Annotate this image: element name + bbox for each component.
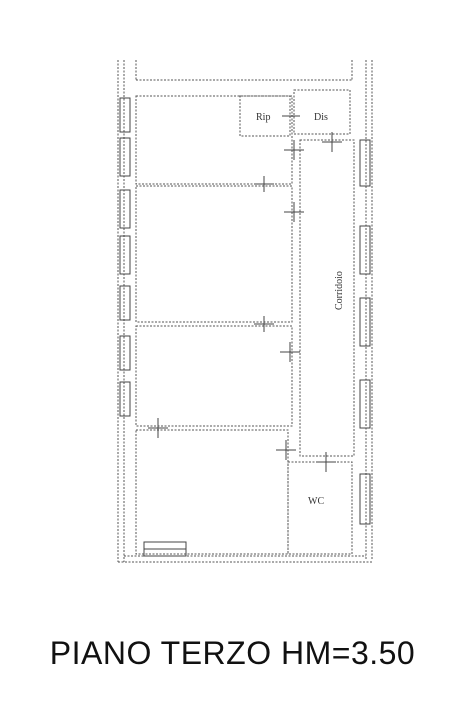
room-label-corridor: Corridoio — [334, 271, 345, 310]
outer-walls — [117, 60, 373, 563]
internal-walls — [135, 89, 355, 555]
right-windows — [359, 139, 371, 525]
room-label-dis: Dis — [314, 112, 328, 123]
door-marks — [148, 115, 342, 472]
left-windows — [119, 97, 131, 417]
floor-title: PIANO TERZO HM=3.50 — [49, 635, 416, 671]
room-label-wc: WC — [308, 496, 324, 507]
room-label-rip: Rip — [256, 112, 270, 123]
bottom-window — [143, 541, 187, 557]
floor-plan-drawing: Rip Dis Corridoio WC — [117, 60, 373, 563]
